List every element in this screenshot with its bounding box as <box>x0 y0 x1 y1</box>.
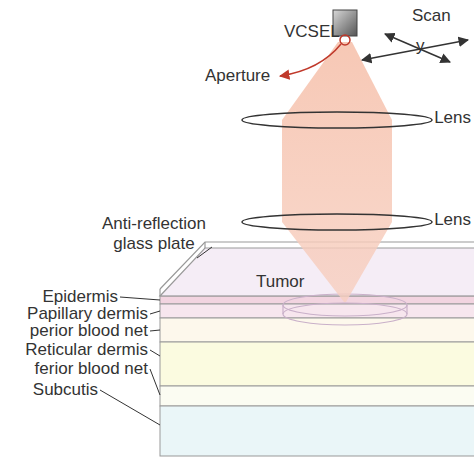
layer-label: ferior blood net <box>35 359 148 379</box>
aperture-arrow <box>280 44 341 76</box>
component-label: Aperture <box>205 66 270 86</box>
layer-label: perior blood net <box>30 321 148 341</box>
layer-label: Reticular dermis <box>25 340 148 360</box>
component-label: Lens <box>434 210 471 230</box>
axis-label: y <box>416 36 425 56</box>
component-label: Anti-reflection glass plate <box>88 214 220 253</box>
layer-label: Papillary dermis <box>27 304 148 324</box>
component-label: Lens <box>434 108 471 128</box>
lens <box>242 112 432 128</box>
component-label: Tumor <box>256 272 305 292</box>
scan-arrow <box>362 40 468 60</box>
layer-label: Epidermis <box>42 287 118 307</box>
scan-label: Scan <box>412 6 451 26</box>
aperture-circle <box>340 35 350 45</box>
skin-layers <box>160 296 474 456</box>
scan-arrow <box>385 34 450 62</box>
laser-beam <box>282 42 392 302</box>
lens <box>242 214 432 230</box>
component-label: VCSEL <box>284 22 340 42</box>
layer-label: Subcutis <box>33 380 98 400</box>
